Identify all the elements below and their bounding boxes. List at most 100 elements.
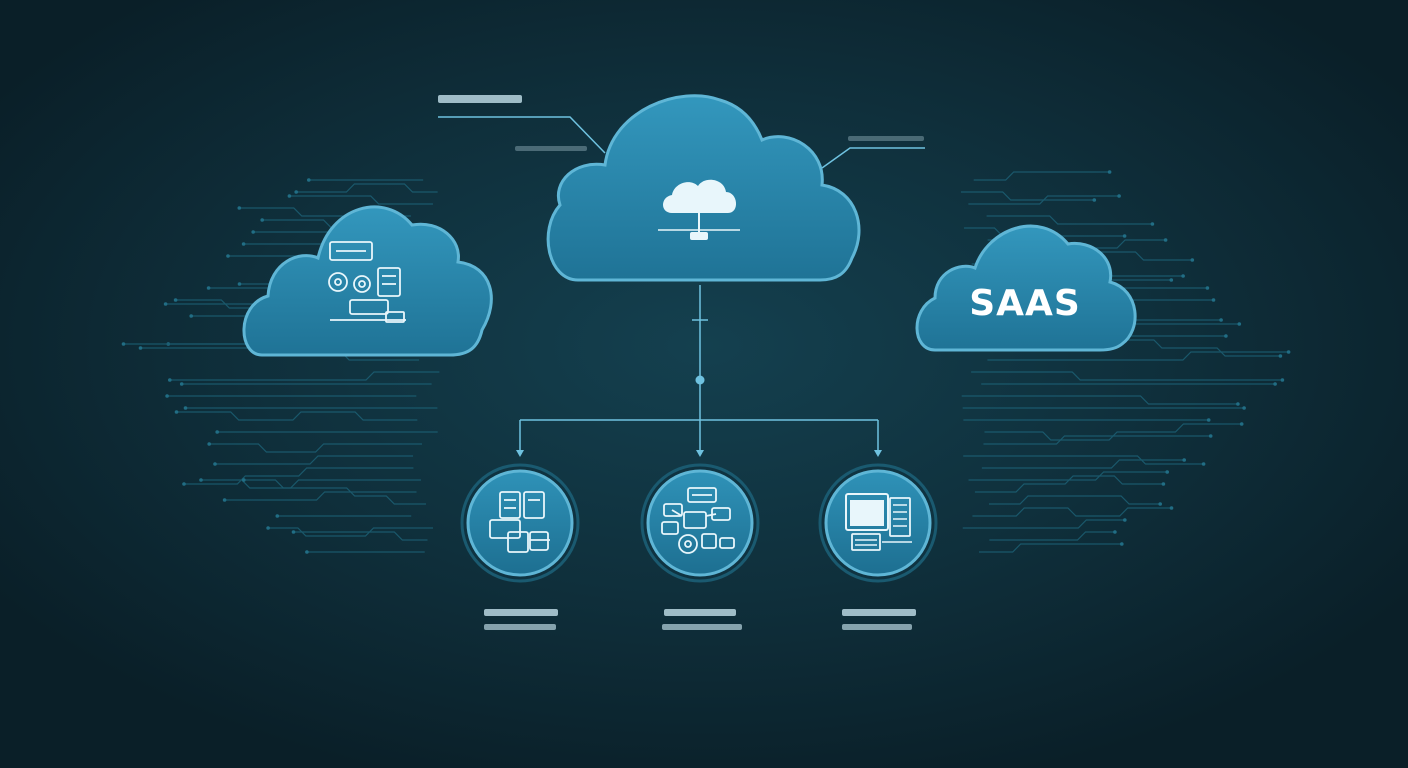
circuit-node xyxy=(287,194,292,198)
circuit-node xyxy=(1236,402,1240,406)
circuit-node xyxy=(1092,198,1097,202)
node-circle-right xyxy=(818,463,938,583)
circuit-node xyxy=(291,530,296,534)
circuit-node xyxy=(1161,482,1166,486)
circuit-node xyxy=(163,302,168,306)
connector-lines xyxy=(438,116,925,455)
arrow-right xyxy=(874,450,882,457)
trunk-node xyxy=(695,375,705,385)
circuit-node xyxy=(260,218,265,222)
circuit-node xyxy=(237,282,242,286)
circuit-node xyxy=(305,550,309,554)
circuit-trace xyxy=(963,455,1204,465)
circuit-node xyxy=(189,314,193,318)
circuit-node xyxy=(215,430,219,434)
circuit-node xyxy=(1286,350,1291,354)
circuit-node xyxy=(1120,542,1124,546)
circuit-trace xyxy=(243,479,426,505)
circuit-trace xyxy=(960,191,1095,201)
arrow-left xyxy=(516,450,524,457)
circuit-trace xyxy=(988,495,1161,505)
circuit-trace xyxy=(972,507,1172,517)
circuit-node xyxy=(206,286,211,290)
cloud-left xyxy=(242,205,493,357)
circuit-node xyxy=(1163,238,1168,242)
callout-left-line xyxy=(438,116,606,154)
callout-left-text xyxy=(438,95,522,103)
circuit-node xyxy=(1169,506,1174,510)
circuit-node xyxy=(242,478,246,482)
caption-right-line1 xyxy=(842,609,916,616)
circuit-node xyxy=(222,498,227,502)
circuit-trace xyxy=(979,543,1122,553)
node-circle-left xyxy=(460,463,580,583)
circuit-node xyxy=(1224,334,1228,338)
cloud-left-shape xyxy=(242,205,493,357)
circuit-trace xyxy=(961,395,1238,405)
circuit-node xyxy=(1205,286,1210,290)
circuit-node xyxy=(1273,382,1277,386)
circuit-trace xyxy=(986,215,1153,225)
circuit-node xyxy=(1211,298,1216,302)
circuit-node xyxy=(121,342,126,346)
circuit-node xyxy=(1181,274,1185,278)
circuit-node xyxy=(182,482,186,486)
circuit-node xyxy=(1208,434,1213,438)
circuit-node xyxy=(1113,530,1117,534)
circuit-node xyxy=(199,478,203,482)
circuit-node xyxy=(213,462,217,466)
circuit-node xyxy=(1182,458,1186,462)
circuit-node xyxy=(266,526,270,530)
circuit-node xyxy=(1206,418,1211,422)
circuit-node xyxy=(207,442,211,446)
arrow-center xyxy=(696,450,704,457)
circuit-node xyxy=(1150,222,1155,226)
server-cluster-icon xyxy=(661,487,735,554)
saas-label: SAAS xyxy=(969,283,1081,324)
circuit-trace xyxy=(209,443,422,453)
node-circle-center xyxy=(640,463,760,583)
circuit-node xyxy=(168,378,172,382)
circuit-node xyxy=(1158,502,1162,506)
circuit-node xyxy=(138,346,143,350)
circuit-node xyxy=(1117,194,1121,198)
circuit-node xyxy=(1122,234,1127,238)
caption-left-line2 xyxy=(484,624,556,630)
caption-left-line1 xyxy=(484,609,558,616)
circuit-node xyxy=(1123,518,1127,522)
circuit-node xyxy=(1165,470,1169,474)
circuit-node xyxy=(226,254,230,258)
circuit-node xyxy=(294,190,299,194)
cloud-network-icon xyxy=(658,179,740,240)
circuit-node xyxy=(1107,170,1112,174)
circuit-trace xyxy=(968,195,1120,205)
caption-right-line2 xyxy=(842,624,912,630)
circuit-node xyxy=(173,298,178,302)
callout-left-subtext xyxy=(515,146,587,151)
circuit-node xyxy=(241,242,246,246)
circuit-node xyxy=(1190,258,1195,262)
gear-panel-icon xyxy=(489,491,550,553)
circuit-node xyxy=(165,394,169,398)
circuit-trace xyxy=(289,195,433,205)
circuit-trace xyxy=(971,371,1283,381)
gears-icon xyxy=(328,241,406,323)
circuit-node xyxy=(1239,422,1244,426)
circuit-trace xyxy=(968,471,1168,481)
circuit-node xyxy=(174,410,179,414)
circuit-trace xyxy=(268,527,434,537)
application-window-icon xyxy=(845,493,912,551)
cloud-right: SAAS xyxy=(915,224,1137,352)
circuit-trace xyxy=(184,467,414,485)
circuit-trace xyxy=(293,531,428,541)
circuit-node xyxy=(179,382,184,386)
circuit-node xyxy=(251,230,255,234)
circuit-node xyxy=(307,178,311,182)
circuit-trace xyxy=(973,171,1110,181)
connector-nodes xyxy=(516,375,882,457)
circuit-trace xyxy=(989,531,1115,541)
circuit-trace xyxy=(176,411,418,421)
circuit-trace xyxy=(296,183,438,193)
circuit-trace xyxy=(224,491,417,501)
